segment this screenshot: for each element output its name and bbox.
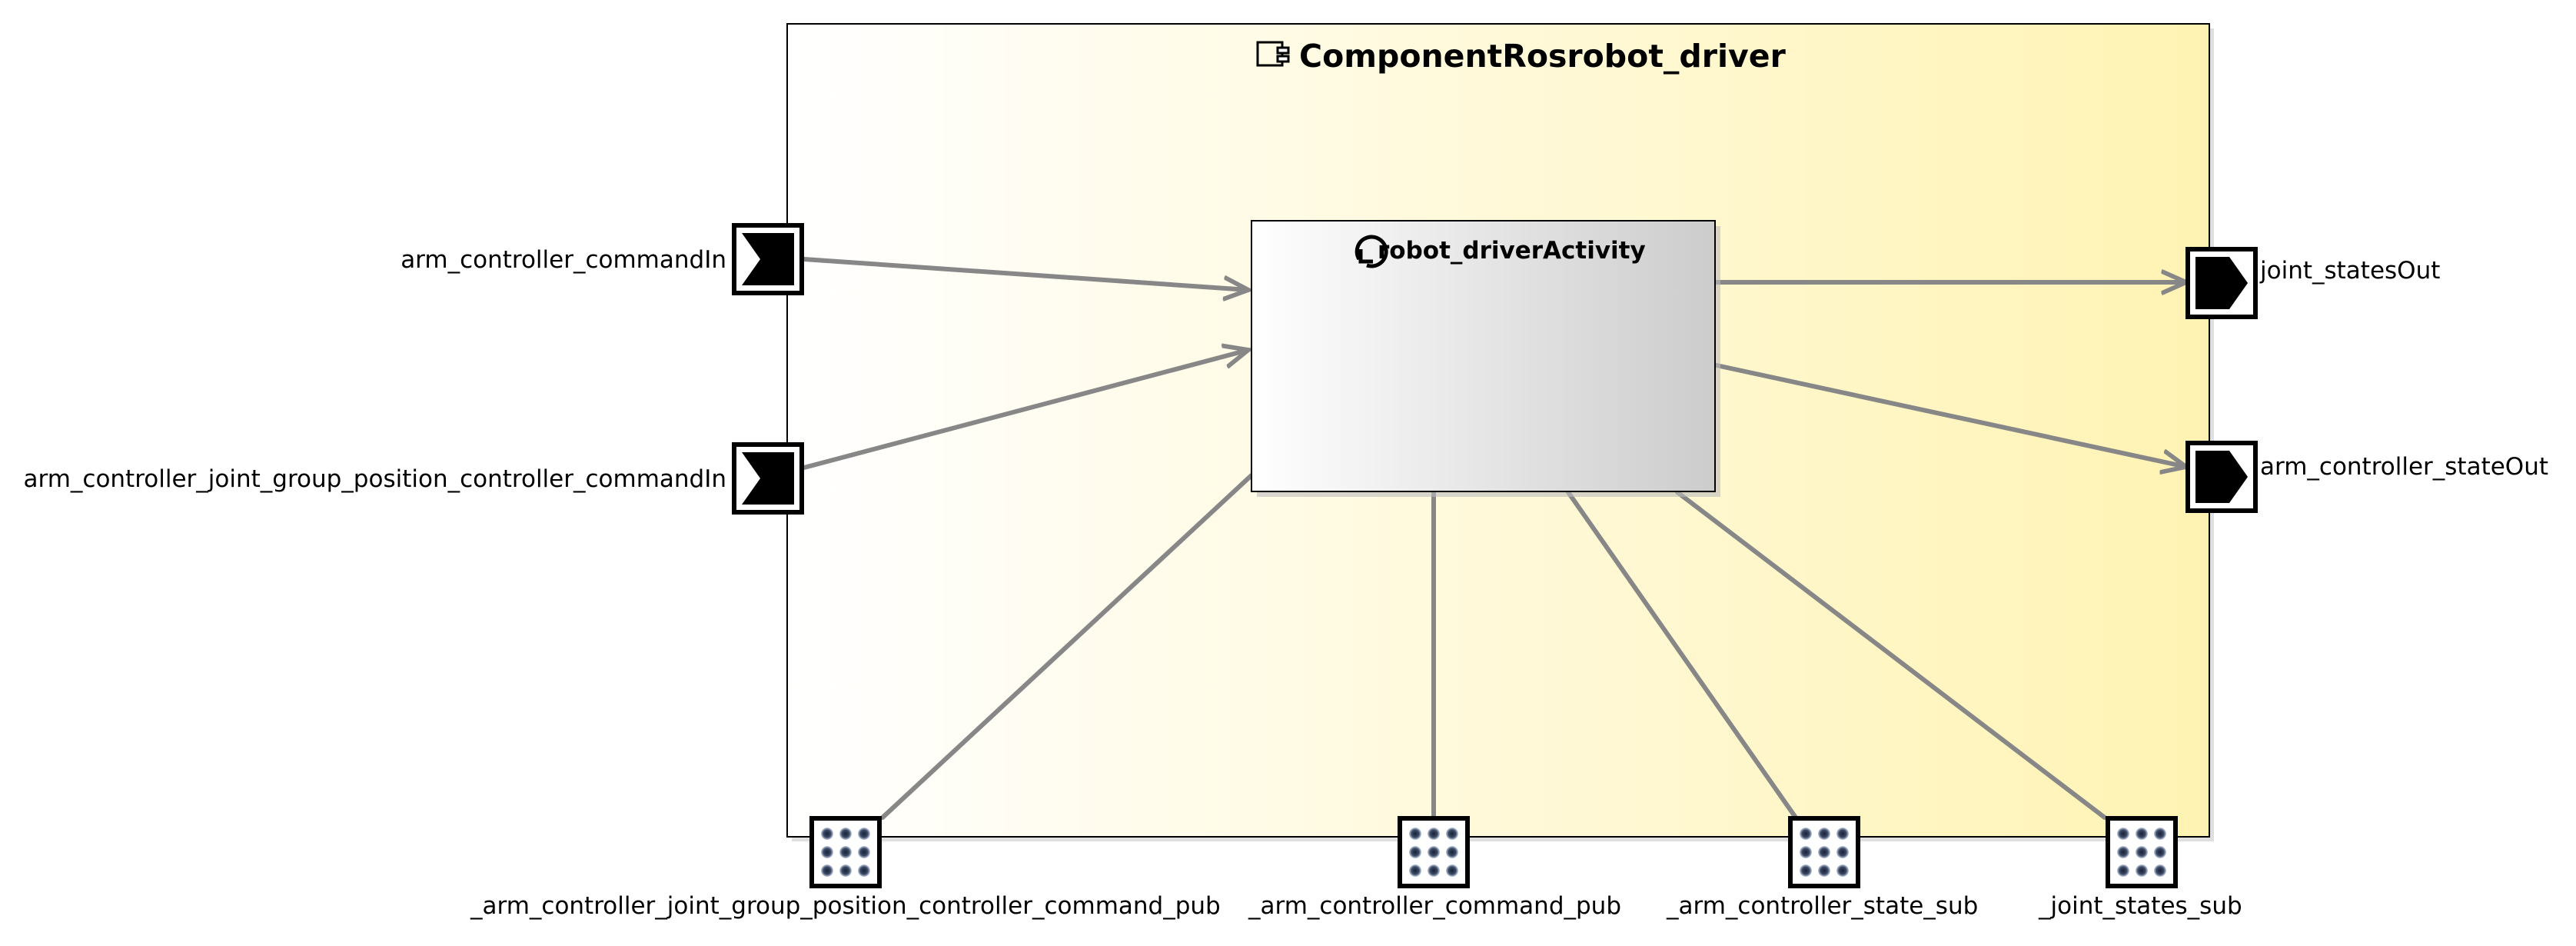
grid-dot xyxy=(1836,846,1849,858)
output-port-label: arm_controller_stateOut xyxy=(2260,453,2549,481)
grid-dot xyxy=(1818,828,1830,840)
service-port-label: _arm_controller_state_sub xyxy=(1667,892,1979,920)
grid-dot xyxy=(2136,846,2148,858)
grid-dot xyxy=(1409,846,1421,858)
grid-port-icon[interactable] xyxy=(1398,816,1470,888)
grid-dot xyxy=(1446,828,1458,840)
grid-dot xyxy=(1446,846,1458,858)
grid-port-icon[interactable] xyxy=(2106,816,2178,888)
grid-dot xyxy=(1836,828,1849,840)
output-port-icon[interactable] xyxy=(2185,441,2258,513)
input-port-icon[interactable] xyxy=(732,442,804,515)
grid-dot xyxy=(1800,846,1812,858)
grid-dot xyxy=(2154,846,2166,858)
grid-dot xyxy=(821,846,833,858)
service-port-label: _arm_controller_joint_group_position_con… xyxy=(470,892,1221,920)
input-port-label: arm_controller_commandIn xyxy=(401,246,726,274)
service-port-label: _joint_states_sub xyxy=(2039,892,2242,920)
grid-dot xyxy=(858,846,870,858)
connector-arm-command-in xyxy=(802,257,1248,290)
connector-arm-state-out xyxy=(1714,363,2186,467)
grid-dot xyxy=(2136,864,2148,877)
activity-box[interactable] xyxy=(1251,220,1720,497)
grid-dot xyxy=(839,846,852,858)
service-port-label: _arm_controller_command_pub xyxy=(1248,892,1622,920)
grid-dot xyxy=(2117,864,2129,877)
grid-dot xyxy=(2136,828,2148,840)
grid-dot xyxy=(839,828,852,840)
component-title: ComponentRosrobot_driver xyxy=(1299,38,1786,75)
grid-dot xyxy=(1446,864,1458,877)
activity-title: robot_driverActivity xyxy=(1378,237,1646,265)
grid-dot xyxy=(1818,846,1830,858)
grid-dot xyxy=(821,864,833,877)
grid-dot xyxy=(1800,864,1812,877)
connector-joint-group-command-in xyxy=(802,350,1248,470)
connector-joint-group-pub xyxy=(880,473,1254,820)
grid-dot xyxy=(1428,864,1440,877)
grid-dot xyxy=(1409,828,1421,840)
activity-cycle-icon xyxy=(1354,235,1388,268)
grid-dot xyxy=(1428,828,1440,840)
grid-dot xyxy=(2117,828,2129,840)
connector-arm-state-sub xyxy=(1566,490,1798,820)
connector-joint-states-sub xyxy=(1675,490,2107,820)
grid-dot xyxy=(2117,846,2129,858)
grid-dot xyxy=(1409,864,1421,877)
grid-dot xyxy=(2154,828,2166,840)
grid-dot xyxy=(839,864,852,877)
grid-dot xyxy=(1818,864,1830,877)
grid-port-icon[interactable] xyxy=(809,816,882,888)
grid-dot xyxy=(2154,864,2166,877)
grid-dot xyxy=(858,864,870,877)
grid-port-icon[interactable] xyxy=(1788,816,1860,888)
grid-dot xyxy=(1428,846,1440,858)
grid-dot xyxy=(1800,828,1812,840)
grid-dot xyxy=(821,828,833,840)
connectors xyxy=(802,257,2186,820)
component-icon xyxy=(1256,41,1290,67)
grid-dot xyxy=(858,828,870,840)
grid-dot xyxy=(1836,864,1849,877)
output-port-icon[interactable] xyxy=(2185,247,2258,319)
input-port-label: arm_controller_joint_group_position_cont… xyxy=(23,465,727,493)
input-port-icon[interactable] xyxy=(732,223,804,295)
output-port-label: joint_statesOut xyxy=(2260,257,2441,285)
